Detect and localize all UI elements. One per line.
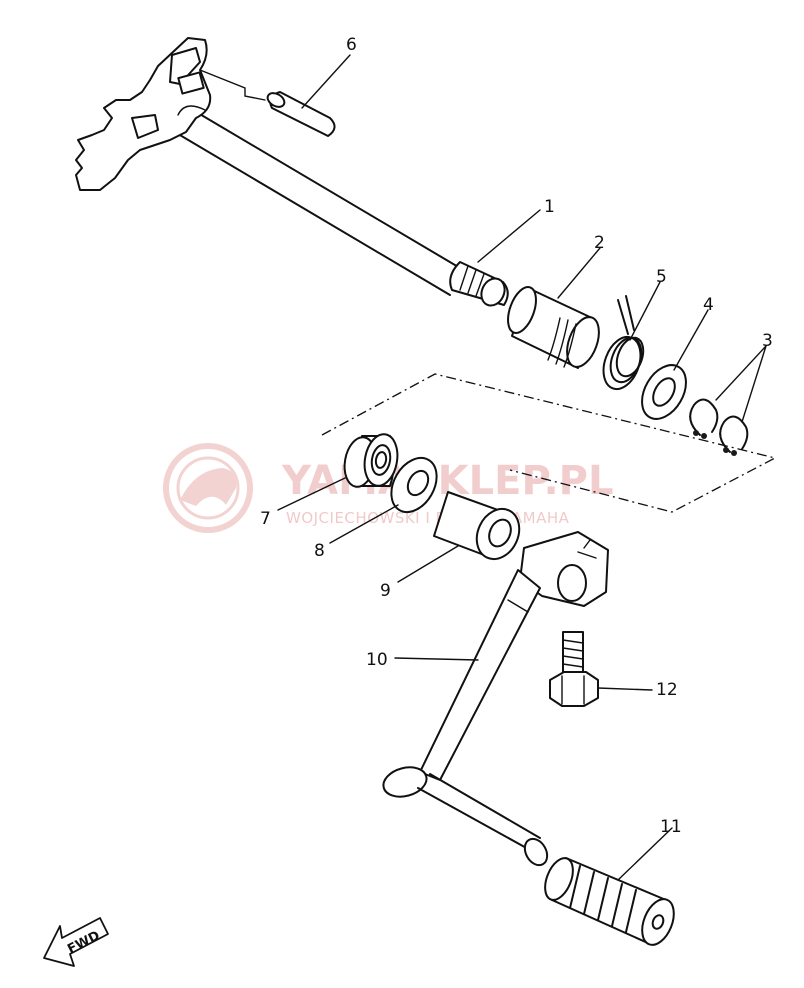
callout-2: 2 bbox=[594, 233, 605, 253]
callout-12: 12 bbox=[656, 680, 678, 700]
callout-9: 9 bbox=[380, 581, 391, 601]
callout-4: 4 bbox=[703, 295, 714, 315]
part-10-shift-pedal bbox=[382, 531, 609, 867]
fwd-marker: FWD bbox=[43, 917, 109, 967]
callout-11: 11 bbox=[660, 817, 682, 837]
part-8-washer bbox=[390, 456, 438, 514]
callout-6: 6 bbox=[346, 35, 357, 55]
callout-1: 1 bbox=[544, 197, 555, 217]
callout-5: 5 bbox=[656, 267, 667, 287]
callout-3: 3 bbox=[762, 331, 773, 351]
callout-7: 7 bbox=[260, 509, 271, 529]
part-9-bushing bbox=[433, 491, 521, 561]
yamaha-logo-icon bbox=[163, 443, 253, 533]
part-2-collar bbox=[507, 286, 600, 369]
part-7-bearing bbox=[343, 433, 399, 488]
leader-lines bbox=[277, 54, 767, 881]
callout-10: 10 bbox=[366, 650, 388, 670]
shift-shaft bbox=[75, 37, 509, 307]
part-3-circlips bbox=[689, 398, 749, 456]
arrow-left-icon bbox=[43, 917, 109, 967]
part-12-bolt bbox=[549, 631, 599, 707]
part-6-pin bbox=[266, 91, 336, 137]
callouts: 1 2 3 4 5 6 7 8 9 10 11 12 bbox=[260, 35, 773, 837]
watermark-tagline: WOJCIECHOWSKI I DEALER YAMAHA bbox=[286, 509, 570, 527]
part-5-spring bbox=[602, 295, 645, 391]
callout-8: 8 bbox=[314, 541, 325, 561]
assembly-outline bbox=[321, 373, 777, 513]
part-4-washer bbox=[641, 364, 687, 420]
part-11-footrest-rubber bbox=[544, 857, 675, 946]
